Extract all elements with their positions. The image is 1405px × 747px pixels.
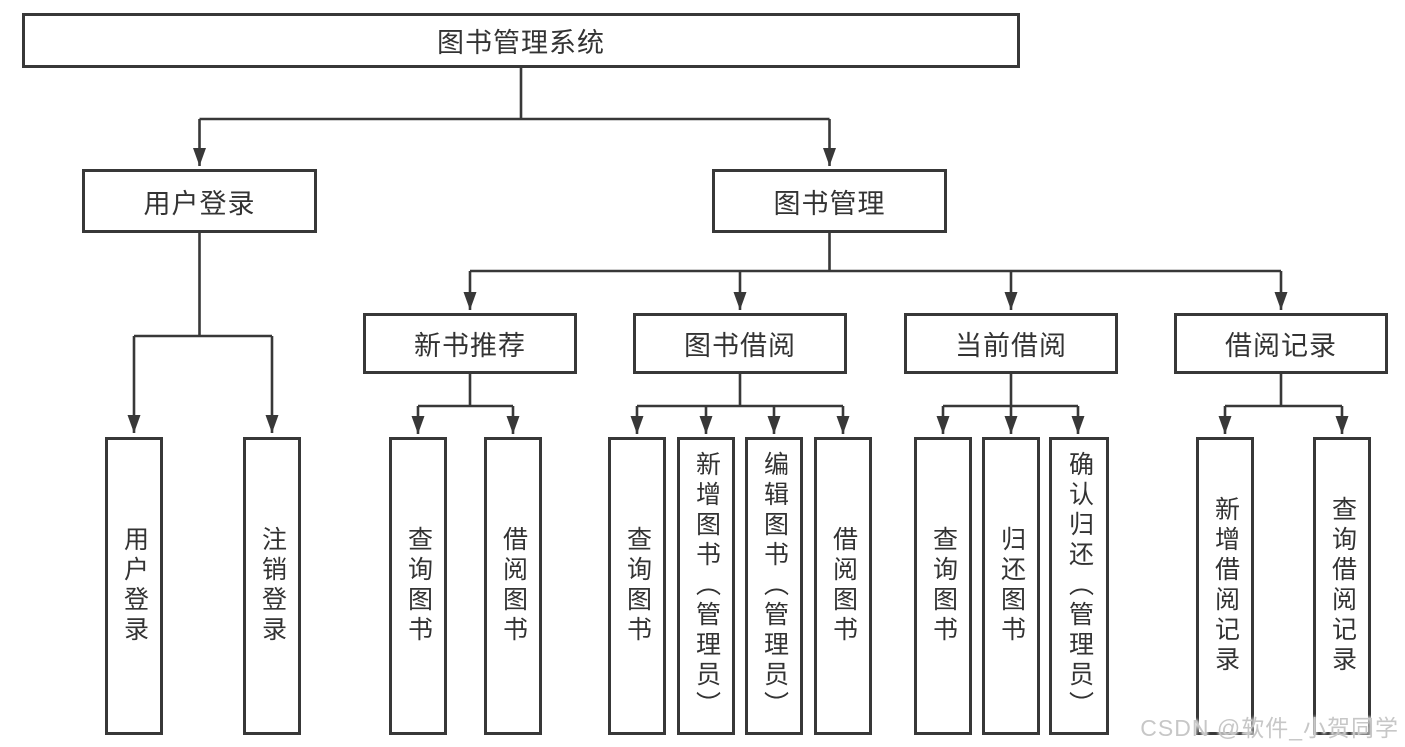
node-new-book-recommend: 新书推荐 <box>363 313 577 374</box>
leaf-cb-confirm-return: 确认归还（管理员） <box>1049 437 1109 735</box>
leaf-user-login: 用户登录 <box>105 437 163 735</box>
leaf-bb-add-books: 新增图书（管理员） <box>677 437 735 735</box>
node-book-borrow: 图书借阅 <box>633 313 847 374</box>
node-borrow-records: 借阅记录 <box>1174 313 1388 374</box>
node-book-management: 图书管理 <box>712 169 947 233</box>
leaf-br-query-record: 查询借阅记录 <box>1313 437 1371 735</box>
leaf-cb-query-books: 查询图书 <box>914 437 972 735</box>
node-user-login: 用户登录 <box>82 169 317 233</box>
leaf-nbr-query-books: 查询图书 <box>389 437 447 735</box>
leaf-bb-borrow-books: 借阅图书 <box>814 437 872 735</box>
leaf-br-add-record: 新增借阅记录 <box>1196 437 1254 735</box>
node-root: 图书管理系统 <box>22 13 1020 68</box>
watermark-text: CSDN @软件_小贺同学 <box>1140 715 1399 741</box>
leaf-nbr-borrow-books: 借阅图书 <box>484 437 542 735</box>
leaf-bb-edit-books: 编辑图书（管理员） <box>745 437 803 735</box>
leaf-bb-query-books: 查询图书 <box>608 437 666 735</box>
leaf-logout: 注销登录 <box>243 437 301 735</box>
leaf-cb-return-books: 归还图书 <box>982 437 1040 735</box>
node-current-borrow: 当前借阅 <box>904 313 1118 374</box>
